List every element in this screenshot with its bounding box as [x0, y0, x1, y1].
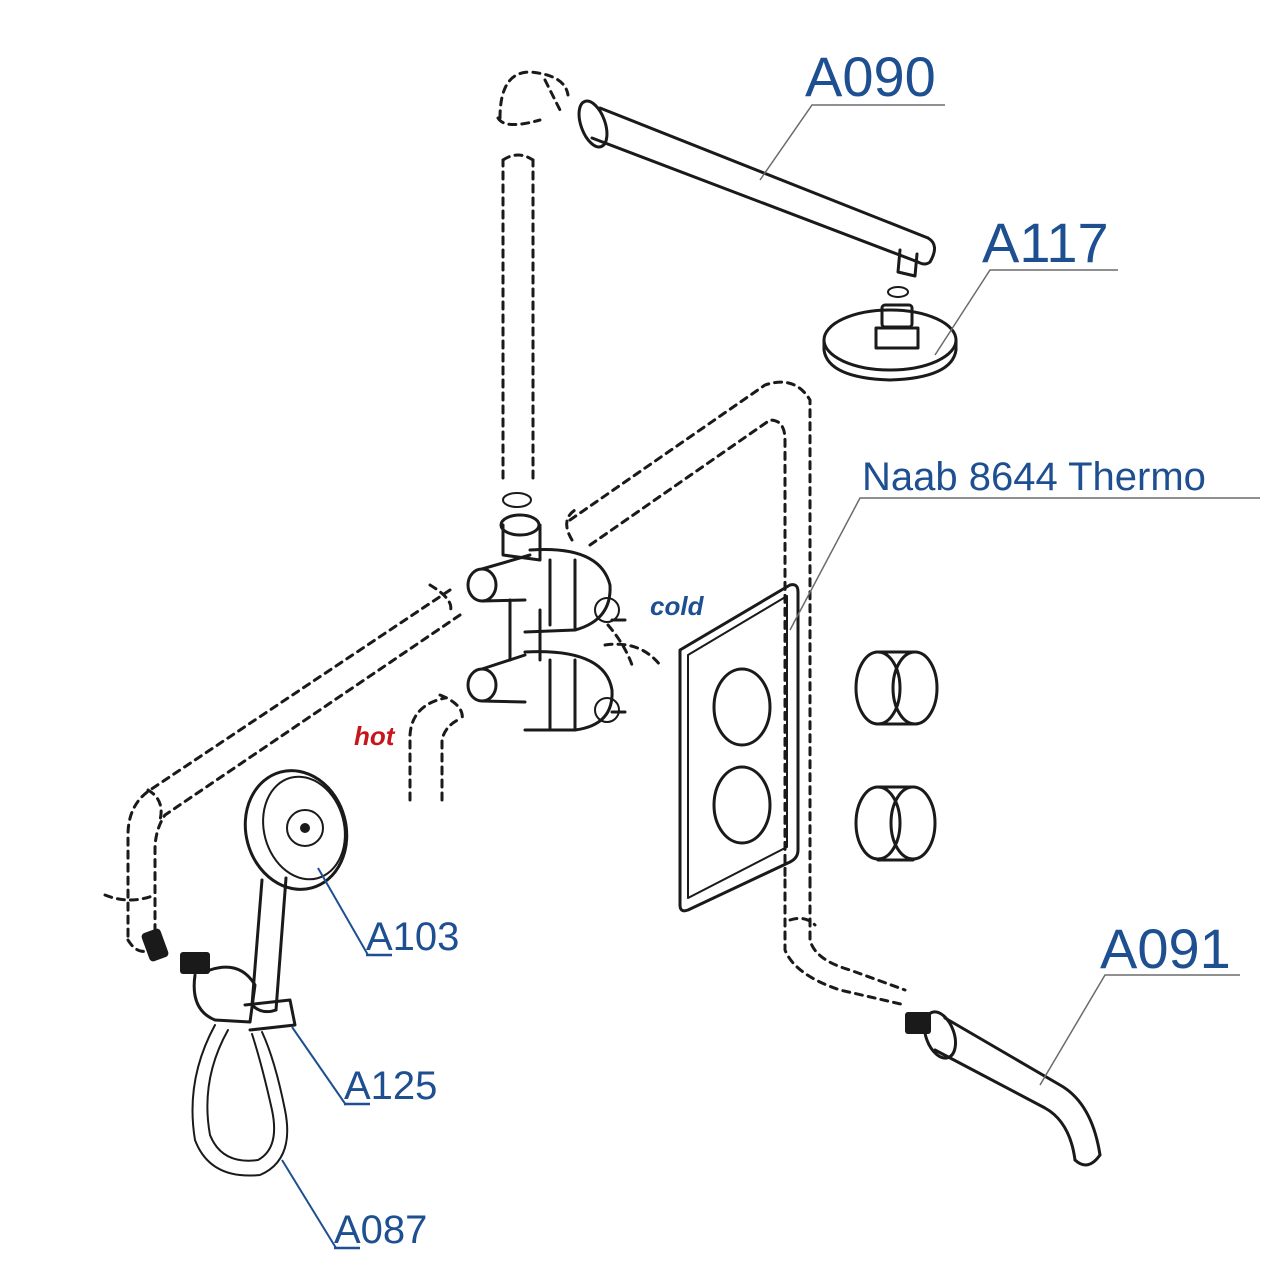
leader-lines [281, 104, 1260, 1250]
label-hose: A087 [334, 1208, 427, 1252]
shower-head [822, 286, 958, 382]
control-knobs [854, 650, 939, 862]
wall-holder [141, 928, 297, 1032]
label-cold: cold [650, 591, 705, 621]
dashed-pipes [103, 70, 907, 1007]
label-model: Naab 8644 Thermo [862, 455, 1206, 499]
label-hot: hot [354, 721, 396, 751]
label-hand-shower: A103 [366, 915, 459, 959]
label-spout: A091 [1100, 917, 1231, 980]
bath-spout [905, 1010, 1102, 1167]
callout-labels: A090 A117 Naab 8644 Thermo cold hot A103… [334, 45, 1231, 1252]
shower-arm [577, 99, 936, 278]
thermostatic-valve-body [466, 492, 627, 732]
hand-shower [243, 769, 349, 1014]
label-holder: A125 [344, 1064, 437, 1108]
shower-hose [191, 1024, 289, 1177]
label-shower-arm: A090 [805, 45, 936, 108]
face-plate [678, 583, 800, 913]
label-shower-head: A117 [982, 211, 1109, 274]
